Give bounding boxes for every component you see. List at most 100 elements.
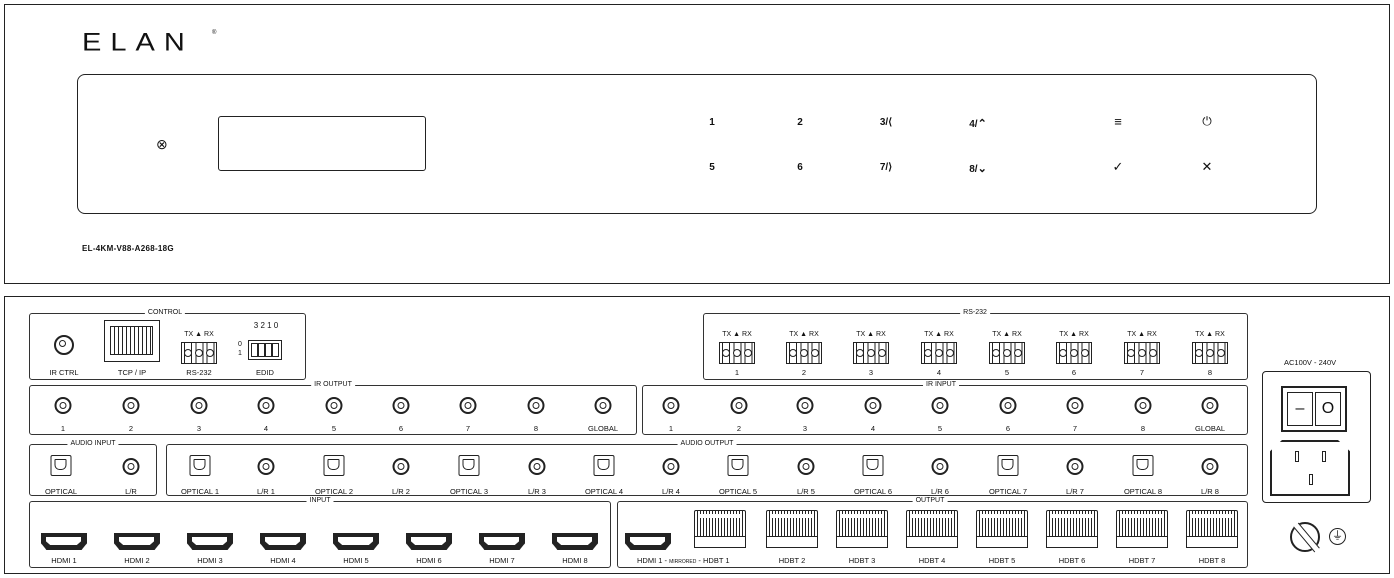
audio-input-optical-port[interactable] <box>50 455 72 476</box>
ir-output-jack-2[interactable] <box>122 397 140 414</box>
input-hdmi-port-2[interactable] <box>114 533 160 550</box>
chevron-left-icon: ⟨ <box>888 117 893 128</box>
elan-logo: ELAN <box>82 29 194 57</box>
audio-input-lr-jack[interactable] <box>122 458 140 475</box>
ir-input-jack-2[interactable] <box>730 397 748 414</box>
power-switch-off: – <box>1295 400 1305 417</box>
input-hdmi-port-5[interactable] <box>333 533 379 550</box>
rs232-port-6[interactable] <box>1056 342 1092 364</box>
audio-output-label-11: OPTICAL 6 <box>853 487 893 496</box>
output-hdbt-port-7[interactable] <box>1116 510 1168 548</box>
audio-output-lr-jack-8[interactable] <box>1201 458 1219 475</box>
rs232-port-3[interactable] <box>853 342 889 364</box>
close-icon[interactable]: ✕ <box>1201 159 1213 174</box>
front-button-6[interactable]: 6 <box>797 162 803 173</box>
control-rs232-port[interactable] <box>181 342 217 364</box>
front-button-8[interactable]: 8/⌄ <box>969 162 987 175</box>
power-icon[interactable]: ⏻ <box>1202 114 1212 128</box>
ir-input-jack-1[interactable] <box>662 397 680 414</box>
rs232-port-label-6: 6 <box>1071 368 1077 377</box>
front-button-7[interactable]: 7/⟩ <box>880 162 892 173</box>
rs232-port-7[interactable] <box>1124 342 1160 364</box>
check-icon[interactable]: ✓ <box>1112 159 1124 174</box>
front-control-bezel <box>77 74 1317 214</box>
ir-output-jack-1[interactable] <box>54 397 72 414</box>
audio-output-optical-port-8[interactable] <box>1132 455 1154 476</box>
ir-output-jack-5[interactable] <box>325 397 343 414</box>
ir-output-jack-8[interactable] <box>527 397 545 414</box>
input-hdmi-port-7[interactable] <box>479 533 525 550</box>
output-hdbt-label-8: HDBT 8 <box>1198 556 1226 565</box>
output-hdbt-port-2[interactable] <box>766 510 818 548</box>
ir-output-jack-7[interactable] <box>459 397 477 414</box>
menu-icon[interactable]: ≡ <box>1114 114 1122 129</box>
ir-input-label-4: 4 <box>870 424 876 433</box>
output-hdmi1-port[interactable] <box>625 533 671 550</box>
front-button-4[interactable]: 4/⌃ <box>969 117 987 130</box>
front-button-3[interactable]: 3/⟨ <box>880 117 892 128</box>
output-hdbt-port-4[interactable] <box>906 510 958 548</box>
ir-input-jack-3[interactable] <box>796 397 814 414</box>
ir-input-jack-6[interactable] <box>999 397 1017 414</box>
audio-output-lr-jack-2[interactable] <box>392 458 410 475</box>
input-hdmi-port-3[interactable] <box>187 533 233 550</box>
tcp-ip-port[interactable] <box>104 320 160 362</box>
ir-output-jack-3[interactable] <box>190 397 208 414</box>
output-hdmi1-text: HDMI 1 - <box>637 556 667 565</box>
input-hdmi-label-4: HDMI 4 <box>270 556 296 565</box>
audio-output-lr-jack-4[interactable] <box>662 458 680 475</box>
ir-output-jack-4[interactable] <box>257 397 275 414</box>
audio-output-lr-jack-1[interactable] <box>257 458 275 475</box>
rs232-port-5[interactable] <box>989 342 1025 364</box>
ir-input-jack-4[interactable] <box>864 397 882 414</box>
output-hdbt-port-5[interactable] <box>976 510 1028 548</box>
input-hdmi-port-4[interactable] <box>260 533 306 550</box>
ir-input-jack-8[interactable] <box>1134 397 1152 414</box>
audio-output-lr-jack-5[interactable] <box>797 458 815 475</box>
output-hdbt1-port[interactable] <box>694 510 746 548</box>
input-hdmi-port-8[interactable] <box>552 533 598 550</box>
audio-output-label-2: L/R 1 <box>257 487 275 496</box>
input-hdmi-port-6[interactable] <box>406 533 452 550</box>
audio-output-optical-port-2[interactable] <box>323 455 345 476</box>
front-button-3-label: 3/ <box>879 117 889 128</box>
control-rs232-label: RS-232 <box>186 368 212 377</box>
front-button-5[interactable]: 5 <box>709 162 715 173</box>
audio-output-optical-port-7[interactable] <box>997 455 1019 476</box>
audio-output-optical-port-6[interactable] <box>862 455 884 476</box>
ir-input-jack-7[interactable] <box>1066 397 1084 414</box>
ir-output-jack-9[interactable] <box>594 397 612 414</box>
power-switch[interactable]: – O <box>1281 386 1347 432</box>
input-hdmi-port-1[interactable] <box>41 533 87 550</box>
edid-bits-label: 3 2 1 0 <box>253 321 279 330</box>
ir-input-jack-5[interactable] <box>931 397 949 414</box>
ground-screw-icon <box>1290 522 1320 552</box>
audio-output-lr-jack-6[interactable] <box>931 458 949 475</box>
rs232-port-8[interactable] <box>1192 342 1228 364</box>
audio-output-lr-jack-3[interactable] <box>528 458 546 475</box>
rs232-port-2[interactable] <box>786 342 822 364</box>
output-hdmi1-label: HDMI 1 - MIRRORED - HDBT 1 <box>637 556 730 565</box>
ir-sensor-icon: ⊗ <box>156 136 168 152</box>
rs232-port-4[interactable] <box>921 342 957 364</box>
output-hdbt-port-8[interactable] <box>1186 510 1238 548</box>
output-hdbt-port-3[interactable] <box>836 510 888 548</box>
rs232-title: RS-232 <box>960 309 990 317</box>
audio-output-lr-jack-7[interactable] <box>1066 458 1084 475</box>
ir-ctrl-jack[interactable] <box>54 335 74 355</box>
voltage-label: AC100V - 240V <box>1284 358 1337 367</box>
audio-output-optical-port-5[interactable] <box>727 455 749 476</box>
inlet-slot-ground <box>1309 474 1313 485</box>
input-hdmi-label-7: HDMI 7 <box>489 556 515 565</box>
rs232-port-1[interactable] <box>719 342 755 364</box>
output-hdbt-port-6[interactable] <box>1046 510 1098 548</box>
ir-output-jack-6[interactable] <box>392 397 410 414</box>
input-title: INPUT <box>306 497 334 505</box>
audio-output-optical-port-1[interactable] <box>189 455 211 476</box>
audio-output-optical-port-4[interactable] <box>593 455 615 476</box>
ir-input-jack-9[interactable] <box>1201 397 1219 414</box>
front-button-1[interactable]: 1 <box>709 117 715 128</box>
audio-output-optical-port-3[interactable] <box>458 455 480 476</box>
front-button-2[interactable]: 2 <box>797 117 803 128</box>
edid-dip-switch[interactable] <box>248 340 282 360</box>
